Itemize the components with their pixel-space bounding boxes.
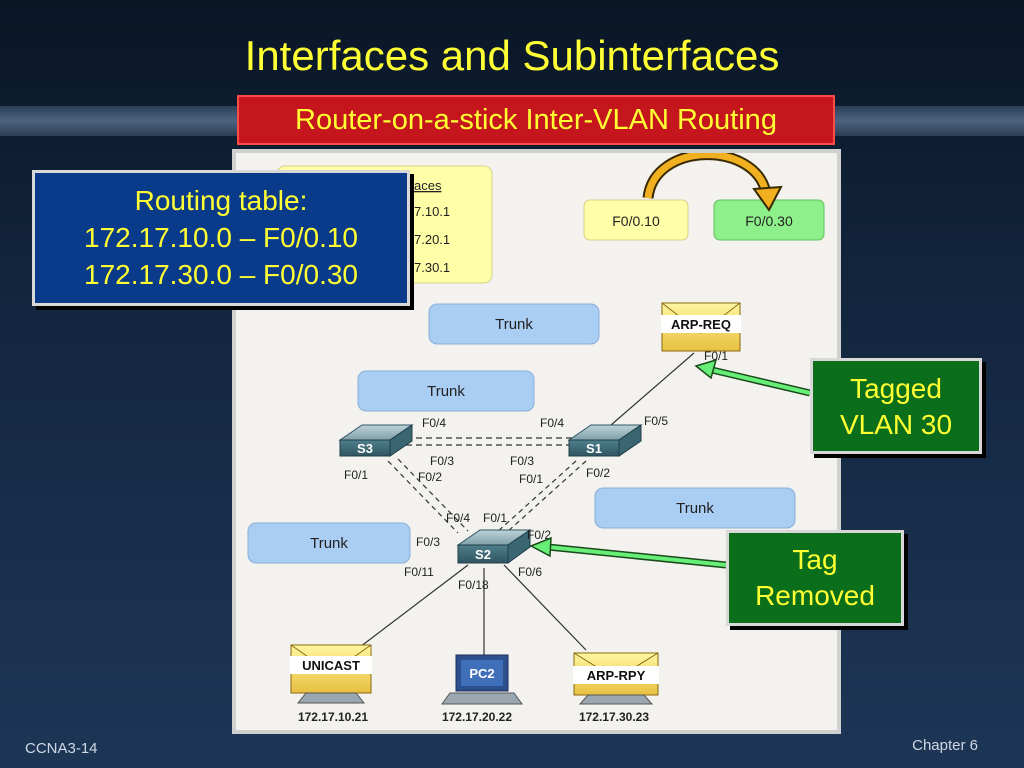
trunk-box-3 [594, 487, 796, 529]
switch-s2-label: S2 [475, 547, 491, 562]
port-label: F0/5 [644, 414, 668, 428]
trunk-label-2: Trunk [427, 383, 465, 400]
port-label: F0/1 [344, 468, 368, 482]
slide-subtitle: Router-on-a-stick Inter-VLAN Routing [237, 95, 835, 145]
pc2-label: PC2 [469, 666, 494, 681]
switch-s2[interactable]: S2 [456, 529, 532, 564]
arp-req-packet: ARP-REQ [661, 302, 741, 352]
switch-s3[interactable]: S3 [338, 424, 414, 457]
footer-right: Chapter 6 [912, 737, 978, 754]
routing-arc-arrow [642, 153, 783, 212]
network-links [355, 352, 695, 656]
interfaces-line-2: 7.20.1 [414, 232, 450, 247]
port-label: F0/3 [430, 454, 454, 468]
port-label: F0/11 [404, 565, 434, 579]
removed-callout-line-1: Tag [792, 544, 838, 575]
trunk-box-4 [247, 522, 411, 564]
removed-callout-line-2: Removed [755, 580, 875, 611]
arp-req-label: ARP-REQ [671, 317, 731, 332]
interfaces-line-1: 7.10.1 [414, 204, 450, 219]
port-label: F0/2 [586, 466, 610, 480]
port-label: F0/3 [416, 535, 440, 549]
interfaces-line-3: 7.30.1 [414, 260, 450, 275]
subinterface-left-box [583, 199, 689, 241]
slide-title: Interfaces and Subinterfaces [244, 32, 780, 79]
port-label: F0/2 [527, 528, 551, 542]
routing-table-heading: Routing table: [134, 185, 308, 216]
unicast-label: UNICAST [302, 658, 360, 673]
trunk-label-3: Trunk [676, 500, 714, 517]
port-label: F0/2 [418, 470, 442, 484]
tagged-callout-line-1: Tagged [850, 373, 942, 404]
trunk-box-1 [428, 303, 600, 345]
host-pc2[interactable]: PC2 172.17.20.22 [441, 654, 523, 724]
routing-table-route-1: 172.17.10.0 – F0/0.10 [84, 222, 358, 253]
subinterface-left-label: F0/0.10 [612, 213, 660, 229]
trunk-box-2 [357, 370, 535, 412]
switch-s3-label: S3 [357, 441, 373, 456]
switch-s1[interactable]: S1 [567, 424, 643, 457]
host-ip-2: 172.17.20.22 [442, 710, 512, 724]
switch-s1-label: S1 [586, 441, 602, 456]
host-pc3[interactable]: ARP-RPY 172.17.30.23 [573, 652, 659, 724]
host-pc1[interactable]: UNICAST 172.17.10.21 [290, 644, 372, 724]
host-ip-3: 172.17.30.23 [579, 710, 649, 724]
host-ip-1: 172.17.10.21 [298, 710, 368, 724]
port-label: F0/3 [510, 454, 534, 468]
tagged-callout-line-2: VLAN 30 [839, 409, 953, 440]
port-label: F0/4 [540, 416, 564, 430]
port-label: F0/6 [518, 565, 542, 579]
port-label: F0/18 [458, 578, 489, 592]
interfaces-heading: aces [414, 178, 442, 193]
network-diagram: aces 7.10.1 7.20.1 7.30.1 F0/0.10 F0/0.3… [247, 153, 825, 724]
port-label: F0/4 [422, 416, 446, 430]
port-label: F0/4 [446, 511, 470, 525]
tag-removed-callout: Tag Removed [726, 530, 904, 626]
port-label: F0/1 [483, 511, 507, 525]
tagged-vlan-callout: Tagged VLAN 30 [810, 358, 982, 454]
port-label: F0/1 [519, 472, 543, 486]
subinterface-right-label: F0/0.30 [745, 213, 793, 229]
arp-rpy-label: ARP-RPY [587, 668, 646, 683]
trunk-label-4: Trunk [310, 535, 348, 552]
footer-left: CCNA3-14 [25, 740, 98, 757]
trunk-label-1: Trunk [495, 316, 533, 333]
routing-table-box: Routing table: 172.17.10.0 – F0/0.10 172… [32, 170, 410, 306]
routing-table-route-2: 172.17.30.0 – F0/0.30 [84, 259, 358, 290]
